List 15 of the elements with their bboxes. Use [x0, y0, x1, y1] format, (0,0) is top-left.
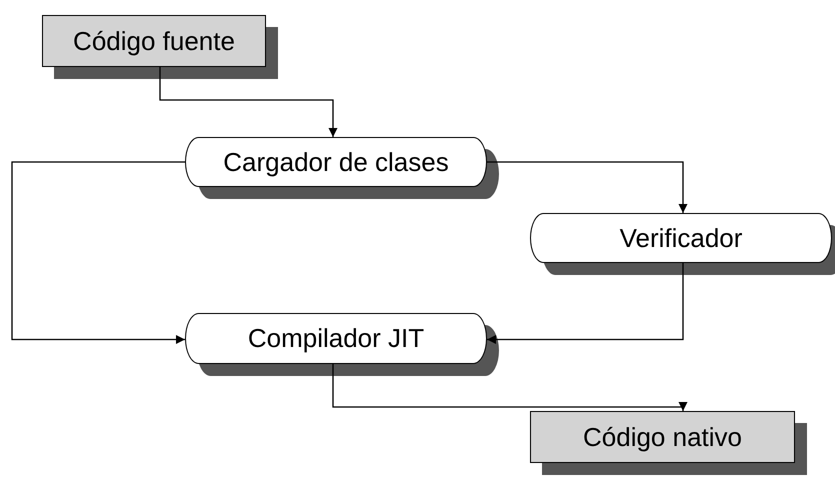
- node-label: Compilador JIT: [248, 323, 424, 354]
- node-label: Verificador: [620, 222, 742, 254]
- arrow: [487, 161, 688, 213]
- process-box: [530, 411, 795, 463]
- rounded-process-box: [185, 313, 487, 364]
- node-label: Cargador de clases: [223, 146, 449, 178]
- arrow: [11, 161, 185, 344]
- node-label: Código fuente: [73, 26, 235, 56]
- rounded-process-box: [185, 137, 487, 187]
- process-box: [42, 15, 266, 67]
- arrow: [487, 263, 684, 344]
- rounded-process-box: [530, 213, 832, 263]
- arrow: [159, 67, 338, 137]
- node-label: Código nativo: [583, 422, 742, 452]
- arrow: [332, 364, 688, 412]
